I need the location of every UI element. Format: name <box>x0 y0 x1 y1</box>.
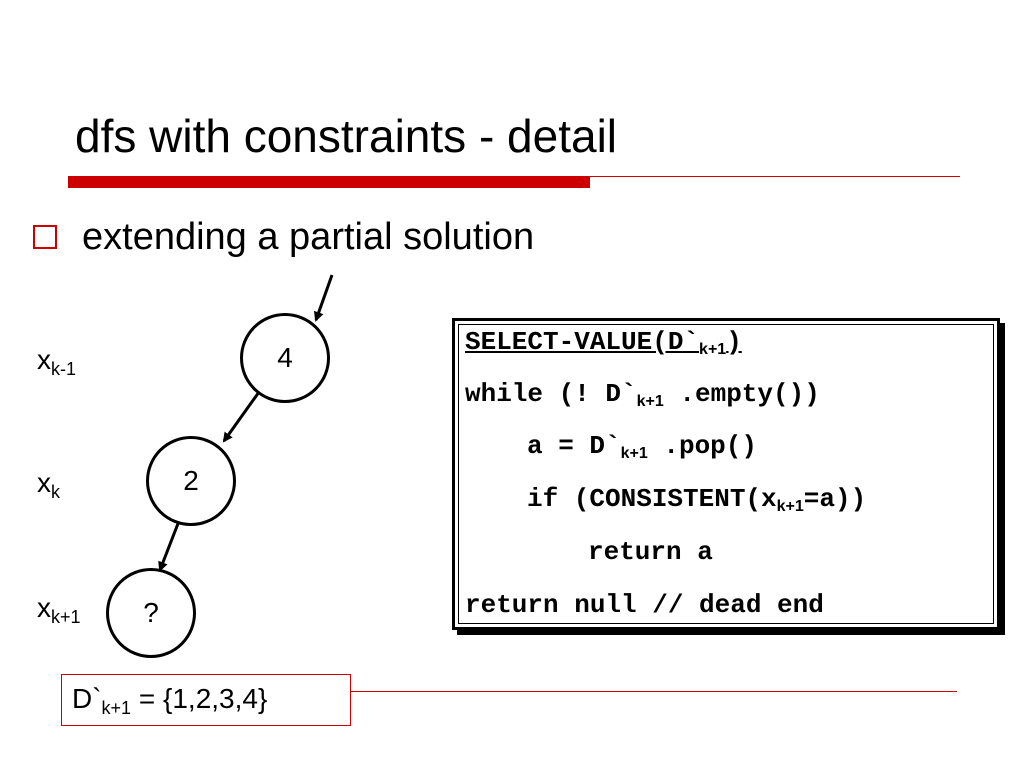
slide-title: dfs with constraints - detail <box>75 110 618 162</box>
label-x-k: xk <box>37 467 60 502</box>
label-x-k-plus-1: xk+1 <box>37 592 81 627</box>
code-box-inner-border <box>458 324 994 624</box>
tree-node-root: 4 <box>240 313 330 403</box>
code-line-assign: a = D`k+1 .pop() <box>527 431 757 462</box>
code-line-header: SELECT-VALUE(D`k+1) <box>465 327 742 358</box>
arrow-child-to-grandchild <box>158 520 181 572</box>
bottom-rule <box>351 691 957 692</box>
domain-box: D`k+1 = {1,2,3,4} <box>61 674 351 726</box>
bullet-text: extending a partial solution <box>82 216 535 258</box>
code-line-return-a: return a <box>588 537 713 567</box>
code-line-return-null: return null // dead end <box>465 590 824 620</box>
code-line-if: if (CONSISTENT(xk+1=a)) <box>527 484 867 515</box>
title-rule-thick <box>68 176 590 188</box>
arrow-root-to-child <box>222 391 261 443</box>
label-x-k-minus-1: xk-1 <box>37 344 77 379</box>
domain-text: D`k+1 = {1,2,3,4} <box>72 683 268 718</box>
bullet-square-icon <box>33 225 57 249</box>
title-rule-thin <box>590 176 960 177</box>
tree-node-grandchild: ? <box>106 568 196 658</box>
tree-node-child: 2 <box>146 436 236 526</box>
arrow-into-root <box>313 274 334 322</box>
code-box: SELECT-VALUE(D`k+1) while (! D`k+1 .empt… <box>452 318 1000 630</box>
code-line-while: while (! D`k+1 .empty()) <box>465 379 820 410</box>
